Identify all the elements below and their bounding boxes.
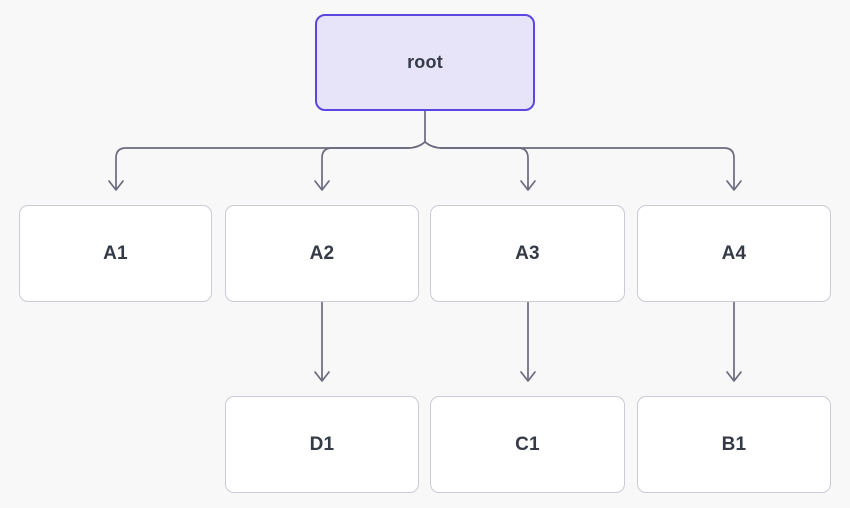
- node-b1[interactable]: B1: [637, 396, 831, 493]
- arrowhead-root-to-a4: [726, 180, 742, 191]
- node-b1-label: B1: [721, 433, 747, 455]
- arrowhead-a3-to-c1: [520, 371, 536, 382]
- node-d1-label: D1: [309, 433, 335, 455]
- edge-root-to-a3: [424, 141, 529, 189]
- node-a2-label: A2: [309, 242, 335, 264]
- node-root-label: root: [407, 52, 443, 72]
- arrowhead-root-to-a1: [108, 180, 124, 191]
- node-root[interactable]: root: [315, 14, 535, 111]
- node-d1[interactable]: D1: [225, 396, 419, 493]
- node-a4[interactable]: A4: [637, 205, 831, 302]
- arrowhead-a4-to-b1: [726, 371, 742, 382]
- node-a2[interactable]: A2: [225, 205, 419, 302]
- edge-root-to-a2: [321, 141, 426, 189]
- node-c1-label: C1: [515, 433, 540, 455]
- arrowhead-root-to-a3: [520, 180, 536, 191]
- arrowhead-a2-to-d1: [314, 371, 330, 382]
- edge-root-to-a1: [115, 141, 426, 189]
- node-a1-label: A1: [103, 242, 128, 264]
- node-a3-label: A3: [515, 242, 540, 264]
- node-c1[interactable]: C1: [430, 396, 625, 493]
- node-a3[interactable]: A3: [430, 205, 625, 302]
- edge-root-to-a4: [424, 141, 735, 189]
- arrowhead-root-to-a2: [314, 180, 330, 191]
- node-a1[interactable]: A1: [19, 205, 212, 302]
- node-a4-label: A4: [721, 242, 747, 264]
